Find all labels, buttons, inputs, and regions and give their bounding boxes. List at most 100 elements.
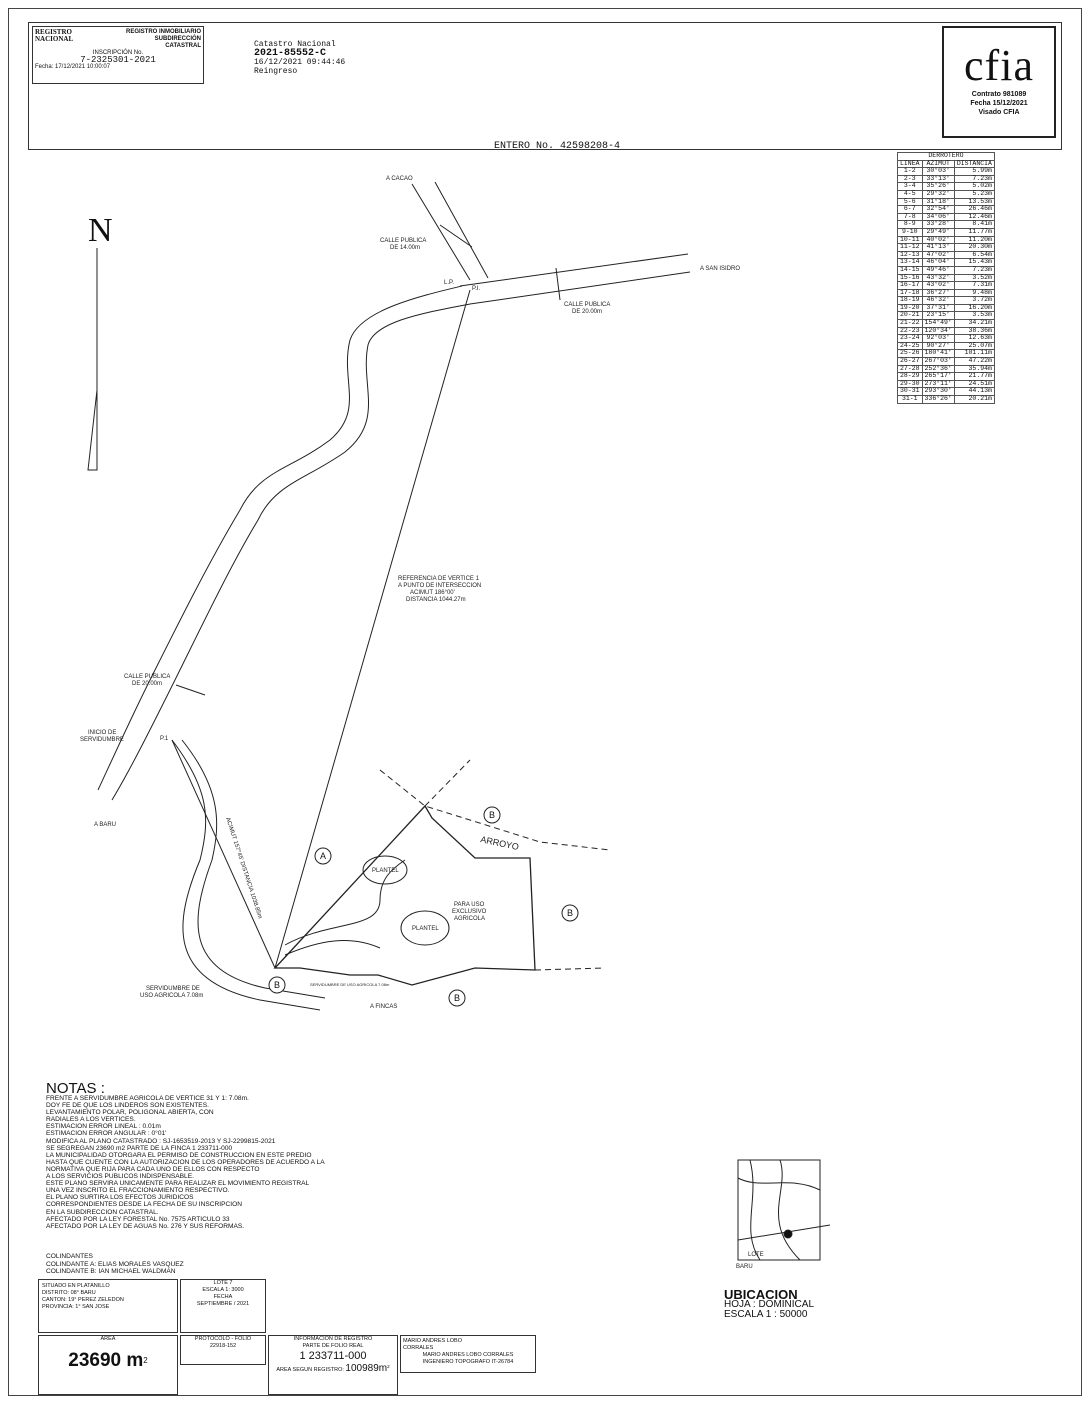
label-inset-lote: LOTE (748, 1252, 764, 1258)
cfia-fecha: Fecha 15/12/2021 (970, 100, 1028, 107)
label-plantel-1: PLANTEL (372, 868, 399, 874)
lote-box: LOTE 7 ESCALA 1: 3000 FECHA SEPTIEMBRE /… (180, 1279, 266, 1333)
registro-line-1: INFORMACION DE REGISTRO (293, 1336, 373, 1342)
colindante-b-letter-3: B (274, 980, 280, 990)
nota-line: ESTE PLANO SERVIRA UNICAMENTE PARA REALI… (46, 1180, 310, 1188)
nota-line: UNA VEZ INSCRITO EL FRACCIONAMIENTO RESP… (46, 1187, 230, 1195)
notas-list: FRENTE A SERVIDUMBRE AGRICOLA DE VERTICE… (46, 1095, 406, 1230)
stamp-date: Fecha: 17/12/2021 10:00:07 (35, 64, 111, 70)
ubicacion-escala: ESCALA 1 : 50000 (724, 1309, 808, 1320)
servidumbre-path-1 (171, 739, 321, 1011)
registro-folio: 1 233711-000 (299, 1350, 367, 1362)
nota-line: HASTA QUE CUENTE CON LA AUTORIZACION DE … (46, 1158, 325, 1166)
label-p1: P.1 (160, 736, 169, 742)
location-inset-roads (737, 1159, 831, 1261)
internal-path-2 (284, 859, 406, 946)
colindante-b: COLINDANTE B: IAN MICHAEL WALDMAN (46, 1268, 176, 1275)
catastro-date: 16/12/2021 09:44:46 (254, 58, 346, 67)
main-road-right-edge (111, 303, 471, 801)
servidumbre-azimut-line (171, 739, 276, 969)
label-serv-internal: SERVIDUMBRE DE USO AGRICOLA 7.08m (310, 982, 390, 987)
colindante-b-letter-1: B (489, 810, 495, 820)
inscripcion-label: INSCRIPCIÓN No. (92, 50, 144, 56)
cfia-stamp: cfia Contrato 981089 Fecha 15/12/2021 Vi… (942, 26, 1056, 138)
area-label: AREA (100, 1336, 116, 1342)
header-band (28, 22, 1062, 150)
area-value: 23690 m (68, 1350, 144, 1371)
north-label: N (88, 212, 113, 249)
firma-line-1: MARIO ANDRES LOBO (403, 1338, 462, 1344)
label-inicio-2: SERVIDUMBRE (80, 737, 124, 743)
stamp-title-2: SUBDIRECCIÓN (154, 36, 201, 42)
colindantes-block: COLINDANTES COLINDANTE A: ELIAS MORALES … (46, 1253, 184, 1276)
road-to-cacao (411, 181, 489, 281)
property-boundary (273, 804, 536, 986)
nota-line: RADIALES A LOS VERTICES. (46, 1116, 136, 1124)
firma-name: MARIO ANDRES LOBO CORRALES (422, 1352, 514, 1358)
nota-line: AFECTADO POR LA LEY DE AGUAS No. 276 Y S… (46, 1222, 245, 1230)
colindante-b-letter-2: B (567, 908, 573, 918)
nota-line: MODIFICA AL PLANO CATASTRADO : SJ-165351… (46, 1137, 276, 1145)
situado-line-1: SITUADO EN PLATANILLO (42, 1283, 110, 1289)
label-calle20: CALLE PUBLICA (564, 302, 610, 308)
ubicacion-title: UBICACION (724, 1287, 798, 1302)
nota-line: ESTIMACION ERROR LINEAL : 0.01m (46, 1123, 161, 1131)
label-lp: L.P. (444, 280, 454, 286)
registry-logo: REGISTRO NACIONAL (35, 28, 74, 43)
area-box: AREA 23690 m2 (38, 1335, 178, 1395)
ubicacion-hoja: HOJA : DOMINICAL (724, 1299, 815, 1310)
colindantes-title: COLINDANTES (46, 1253, 93, 1260)
ubicacion-block: UBICACION HOJA : DOMINICAL ESCALA 1 : 50… (724, 1287, 815, 1320)
label-ref-3: ACIMUT 186°00' (410, 590, 455, 596)
stamp-title-1: REGISTRO INMOBILIARIO (126, 29, 201, 35)
label-ref-1: REFERENCIA DE VERTICE 1 (398, 576, 480, 582)
label-calle20b: CALLE PUBLICA (124, 674, 170, 680)
situado-line-2: DISTRITO: 08° BARU (42, 1290, 96, 1296)
label-uso-1: PARA USO (454, 902, 485, 908)
label-inicio-1: INICIO DE (88, 730, 116, 736)
label-serv-1: SERVIDUMBRE DE (146, 986, 200, 992)
reference-line (274, 289, 471, 969)
colindante-a-marker (314, 847, 332, 865)
derrotero-cell-distancia: 20.21m (953, 395, 995, 404)
internal-path-1 (284, 940, 381, 956)
nota-line: SE SEGREGAN 23690 m2 PARTE DE LA FINCA 1… (46, 1144, 233, 1152)
colindante-b-marker-4 (448, 989, 466, 1007)
registro-area-sup: 2 (387, 1364, 390, 1369)
location-lot-marker (783, 1229, 793, 1239)
catastro-block: Catastro Nacional 2021-85552-C 16/12/202… (254, 40, 345, 76)
colindante-b-marker-1 (483, 806, 501, 824)
label-ref-4: DISTANCIA 1044.27m (406, 597, 466, 603)
entero-number: ENTERO No. 42598208-4 (494, 141, 621, 152)
protocolo-label: PROTOCOLO - FOLIO (194, 1336, 252, 1342)
label-serv-2: USO AGRICOLA 7.08m (140, 993, 203, 999)
label-a-fincas: A FINCAS (370, 1004, 397, 1010)
colindante-b-marker-3 (268, 976, 286, 994)
label-ref-2: A PUNTO DE INTERSECCION (398, 583, 481, 589)
catastro-number: 2021-85552-C (254, 48, 327, 59)
catastro-line-1: Catastro Nacional (254, 40, 336, 49)
location-inset-frame (737, 1159, 821, 1261)
arroyo-branch (424, 759, 471, 807)
main-road-left-edge (97, 285, 463, 791)
calle20-arrow (555, 267, 561, 301)
nota-line: NORMATIVA QUE RIJA PARA CADA UNO DE ELLO… (46, 1165, 260, 1173)
catastro-status: Reingreso (254, 67, 298, 76)
label-calle20-width: DE 20.00m (572, 309, 602, 315)
label-calle14: CALLE PUBLICA (380, 238, 426, 244)
calle20b-arrow (175, 684, 206, 696)
label-a-cacao: A CACAO (386, 176, 413, 182)
firma-line-2: CORRALES (403, 1345, 434, 1351)
arroyo-line (379, 769, 611, 851)
derrotero-cell-azimut: 336°26' (921, 395, 955, 404)
road-san-isidro (459, 253, 691, 305)
firma-title: INGENIERO TOPOGRAFO IT-26784 (422, 1359, 514, 1365)
label-calle14-width: DE 14.00m (390, 245, 420, 251)
label-uso-2: EXCLUSIVO (452, 909, 487, 915)
label-a-baru: A BARU (94, 822, 116, 828)
situado-box: SITUADO EN PLATANILLO DISTRITO: 08° BARU… (38, 1279, 178, 1333)
